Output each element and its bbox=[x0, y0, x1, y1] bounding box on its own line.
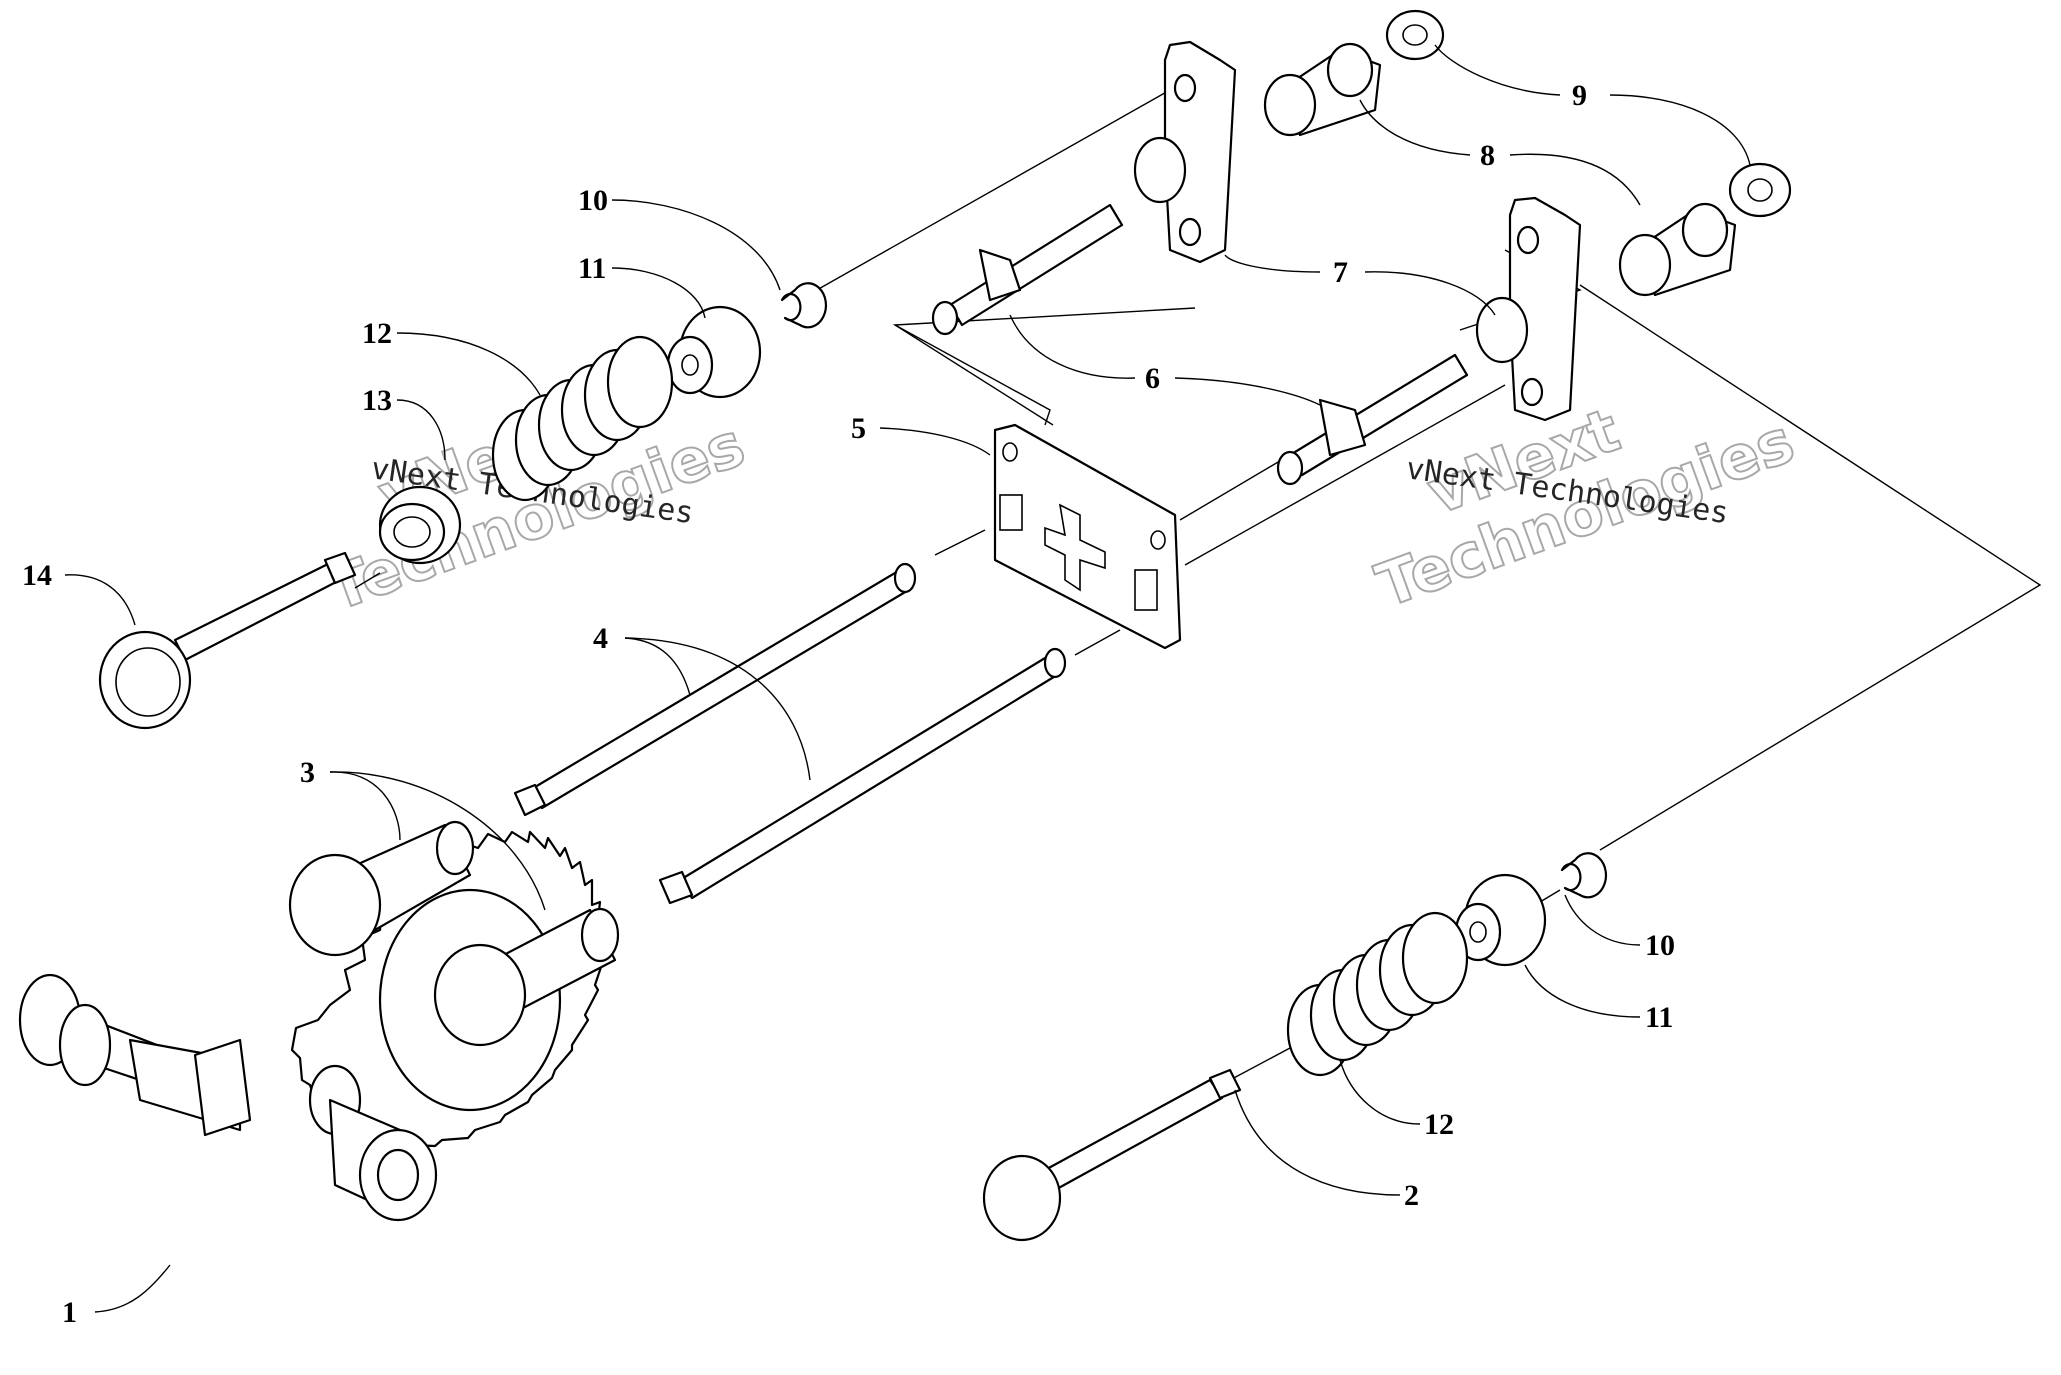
part-3-tappet-upper bbox=[288, 820, 475, 957]
part-7-rocker-upper bbox=[1133, 40, 1237, 264]
part-4-pushrod-upper bbox=[513, 562, 917, 817]
callout-4: 4 bbox=[593, 622, 608, 655]
callout-12-lower: 12 bbox=[1424, 1108, 1454, 1141]
callout-10-lower: 10 bbox=[1645, 929, 1675, 962]
callout-numbers: 1 2 3 4 5 6 7 8 9 10 10 11 11 12 12 13 1… bbox=[22, 79, 1675, 1329]
callout-12-upper: 12 bbox=[362, 317, 392, 350]
callout-8: 8 bbox=[1480, 139, 1495, 172]
callout-5: 5 bbox=[851, 412, 866, 445]
callout-1: 1 bbox=[62, 1296, 77, 1329]
callout-2: 2 bbox=[1404, 1179, 1419, 1212]
part-10-keeper-lower bbox=[1560, 852, 1607, 899]
part-4-pushrod-lower bbox=[658, 647, 1067, 905]
callout-11-lower: 11 bbox=[1645, 1001, 1673, 1034]
part-7-rocker-lower bbox=[1475, 196, 1582, 422]
part-2-valve bbox=[982, 1068, 1242, 1242]
part-9-nut-upper bbox=[1385, 9, 1445, 61]
part-10-keeper-upper bbox=[780, 282, 827, 329]
callout-9: 9 bbox=[1572, 79, 1587, 112]
part-5-guide-plate bbox=[993, 423, 1182, 650]
part-9-nut-lower bbox=[1728, 162, 1792, 218]
part-14-valve bbox=[98, 551, 357, 730]
assembly-guide-lines bbox=[354, 89, 2042, 1081]
part-12-spring-upper bbox=[491, 335, 674, 502]
callout-10-upper: 10 bbox=[578, 184, 608, 217]
callout-11-upper: 11 bbox=[578, 252, 606, 285]
part-8-adjuster-lower bbox=[1618, 202, 1737, 297]
part-11-retainer-upper bbox=[666, 305, 762, 399]
callout-3: 3 bbox=[300, 756, 315, 789]
callout-13: 13 bbox=[362, 384, 392, 417]
part-13-valve-seal bbox=[378, 485, 462, 565]
part-6-stud-upper bbox=[931, 203, 1124, 336]
part-11-retainer-lower bbox=[1454, 873, 1547, 967]
callout-7: 7 bbox=[1333, 256, 1348, 289]
callout-6: 6 bbox=[1145, 362, 1160, 395]
callout-leaders bbox=[64, 44, 1751, 1313]
callout-14: 14 bbox=[22, 559, 52, 592]
part-6-stud-lower bbox=[1276, 353, 1469, 486]
part-8-adjuster-upper bbox=[1263, 42, 1382, 137]
part-12-spring-lower bbox=[1286, 911, 1469, 1077]
part-3-tappet-lower bbox=[433, 907, 620, 1047]
